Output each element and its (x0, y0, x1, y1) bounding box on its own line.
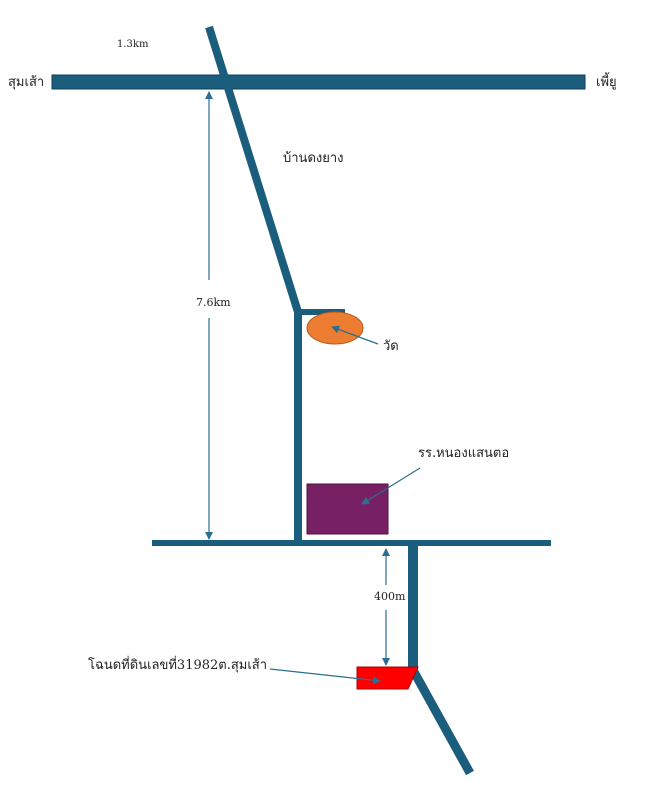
west-town-label: สุมเส้า (8, 75, 44, 90)
distance-vertical-label: 7.6km (196, 296, 231, 309)
road-stub-temple (296, 309, 345, 315)
distance-top-label: 1.3km (117, 39, 149, 50)
temple-pointer-arrow (331, 325, 379, 345)
school-marker (306, 483, 389, 535)
temple-label: วัด (383, 339, 399, 354)
land-parcel-marker (356, 666, 419, 690)
main-road-top (51, 74, 586, 90)
school-label: รร.หนองแสนตอ (418, 446, 509, 461)
land-parcel-label: โฉนดที่ดินเลขที่31982ต.สุมเส้า (88, 656, 267, 673)
school-pointer-arrow (361, 467, 421, 505)
parcel-pointer-arrow (269, 668, 381, 685)
east-town-label: เพี้ยู (596, 72, 617, 90)
diagonal-road-south (409, 667, 474, 776)
main-road-bottom (152, 540, 551, 546)
road-to-parcel (408, 545, 418, 670)
distance-bottom-label: 400m (374, 590, 406, 603)
vertical-road (294, 312, 302, 543)
village-label: บ้านดงยาง (283, 151, 344, 166)
diagonal-road-north (205, 25, 302, 314)
